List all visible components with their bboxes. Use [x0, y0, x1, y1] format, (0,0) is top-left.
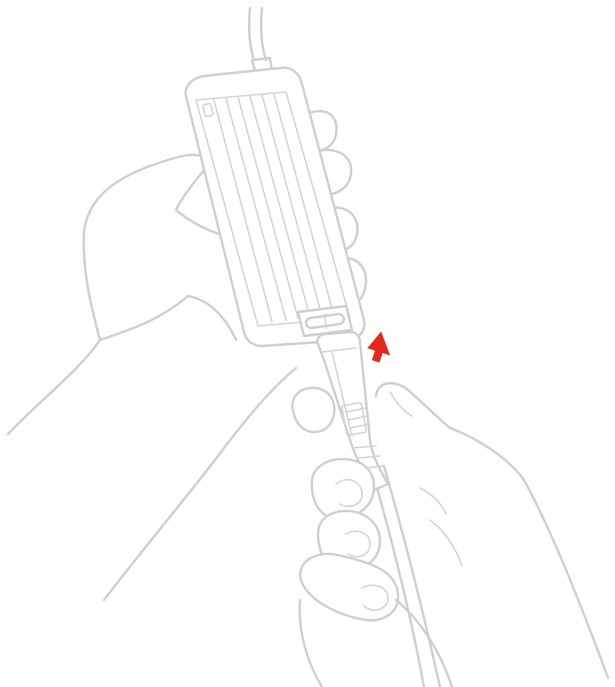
insert-direction-arrow-icon [364, 329, 396, 365]
dc-cable [249, 8, 272, 74]
right-hand [292, 383, 608, 687]
